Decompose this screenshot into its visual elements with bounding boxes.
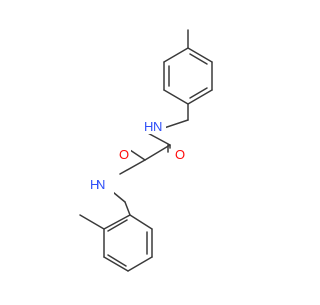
- bond-ring-top-inner-1: [189, 53, 208, 65]
- atom-label-n-lower: N: [96, 177, 105, 192]
- molecule-svg: H N O O N H: [79, 29, 213, 272]
- bond-ring-bot-6: [103, 214, 131, 230]
- bond-ring-bot-4: [103, 256, 129, 272]
- label-bg-nh-top: [140, 118, 166, 134]
- bond-ring-bot-3: [127, 256, 153, 272]
- bond-ring-top-6: [163, 47, 189, 63]
- atom-label-o-left: O: [119, 147, 129, 162]
- molecule-structure-diagram: H N O O N H: [79, 29, 213, 272]
- label-bg-o-right: [174, 146, 188, 162]
- bond-ring-top-4: [163, 89, 189, 105]
- atom-label-h-upper: H: [144, 119, 153, 134]
- bond-ring-bot-inner-3: [107, 219, 128, 232]
- label-bg-nh-bottom: [88, 176, 114, 204]
- bond-carbonyl-carbonyl: [144, 144, 171, 161]
- bond-methyl-bottom: [79, 214, 105, 230]
- bond-ring-bot-1: [129, 214, 153, 230]
- bond-ring-bot-inner-2: [107, 254, 127, 267]
- bond-ring-top-3: [187, 89, 213, 105]
- bond-ring-top-1: [187, 47, 213, 63]
- bond-carbonyl-o-left: [129, 149, 146, 161]
- atom-labels: H N O O N H: [88, 118, 188, 204]
- atom-label-n-upper: N: [153, 119, 162, 134]
- bond-ring-top-inner-2: [189, 87, 208, 99]
- atom-label-h-lower: H: [90, 177, 99, 192]
- bond-carbonyl-n-bottom: [119, 159, 146, 175]
- bond-layer: [79, 29, 213, 272]
- atom-label-o-right: O: [175, 147, 185, 162]
- label-bg-o-left: [117, 146, 131, 162]
- bond-ch2-ring-bottom: [124, 201, 131, 216]
